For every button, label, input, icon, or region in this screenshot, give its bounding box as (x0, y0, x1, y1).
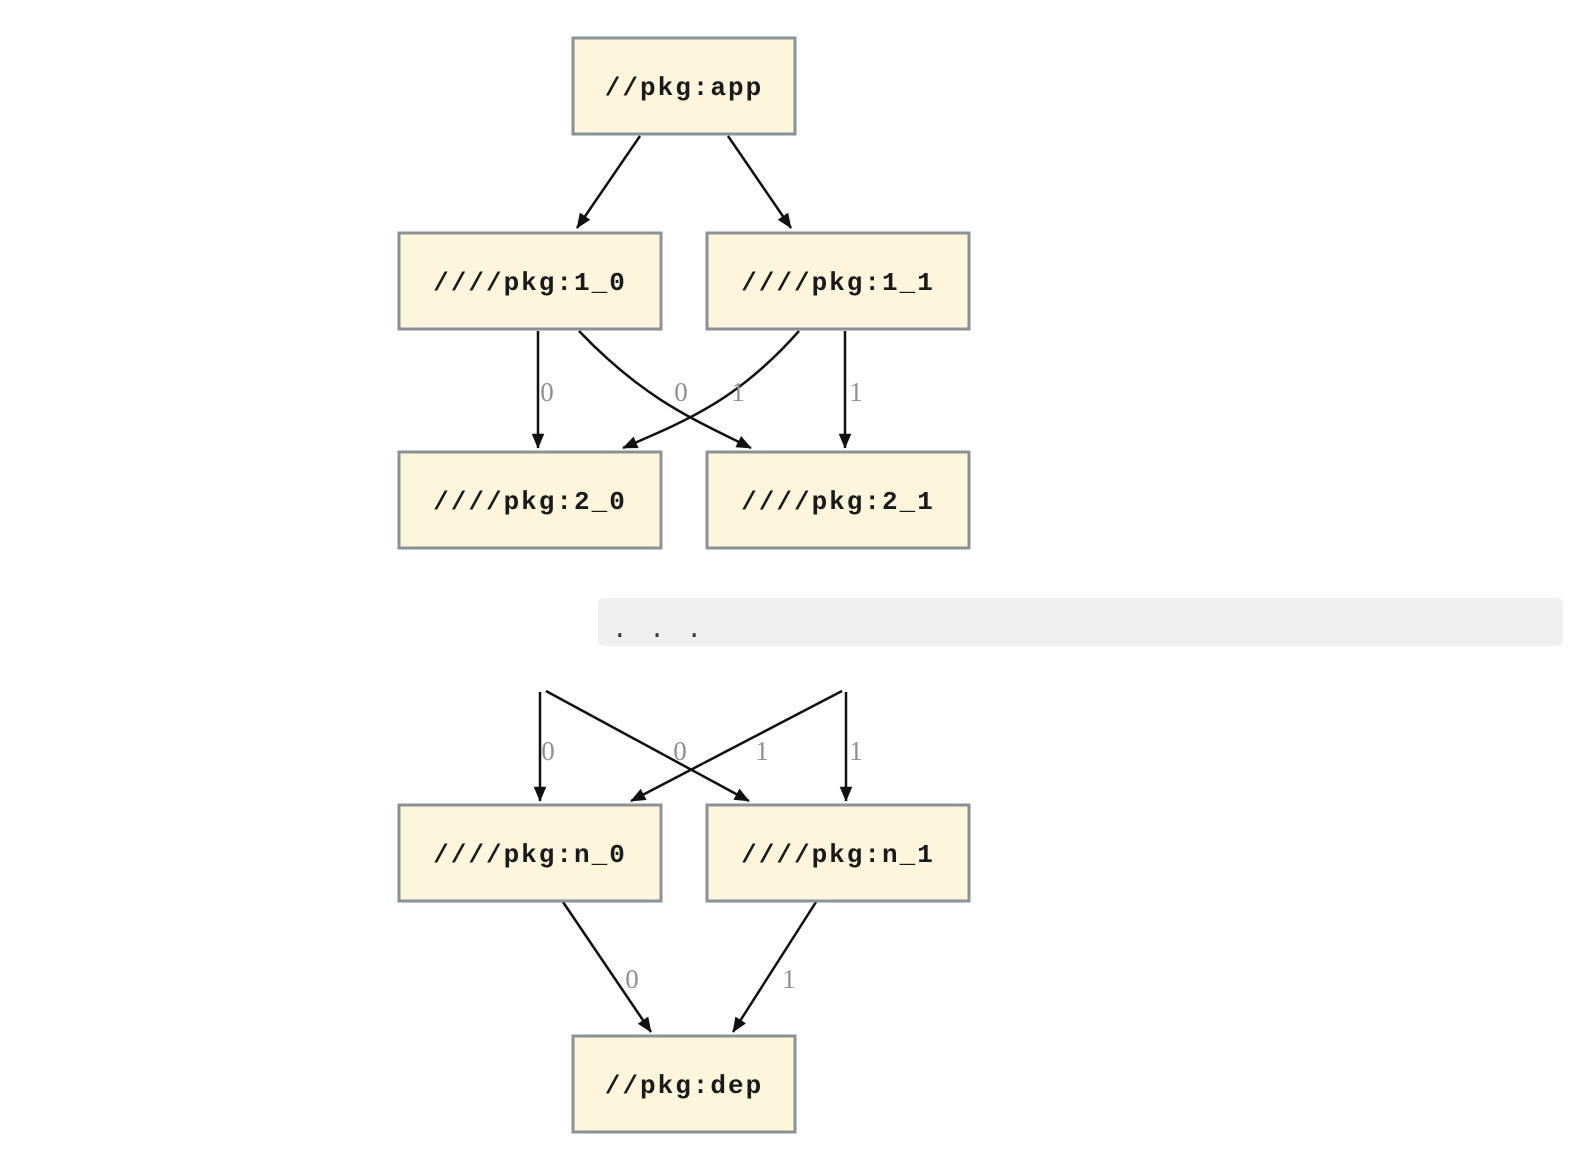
edge-prev-to-pkg-n-0-cross (630, 689, 843, 803)
edge-label: 0 (541, 736, 555, 766)
edge-pkg-1-1-to-pkg-2-0 (622, 330, 800, 450)
node-pkg-dep-label: //pkg:dep (605, 1071, 763, 1101)
edge-label: 0 (540, 377, 554, 407)
node-pkg-2-0-box (397, 450, 663, 550)
edge-label: 1 (849, 377, 863, 407)
ellipsis-label: . . . (612, 615, 702, 645)
node-pkg-2-1-box (705, 450, 971, 550)
edge-label: 0 (673, 736, 687, 766)
node-pkg-app: //pkg:app (571, 36, 797, 136)
edge-prev-to-pkg-n-1-cross (545, 689, 750, 803)
node-pkg-2-0: ////pkg:2_0 (397, 450, 663, 550)
edge-app-to-pkg-1-1 (726, 135, 793, 229)
node-pkg-n-0-label: ////pkg:n_0 (433, 840, 627, 870)
node-pkg-n-1-box (705, 803, 971, 903)
edge-label: 0 (625, 964, 639, 994)
node-pkg-dep: //pkg:dep (571, 1034, 797, 1134)
edge-label: 1 (849, 736, 863, 766)
edge-app-to-pkg-1-0 (575, 135, 642, 229)
node-pkg-n-1-label: ////pkg:n_1 (741, 840, 935, 870)
edge-pkg-n-0-to-dep (561, 901, 653, 1033)
edge-label: 0 (674, 377, 688, 407)
edge-label: 1 (755, 736, 769, 766)
node-pkg-1-0: ////pkg:1_0 (397, 231, 663, 331)
node-pkg-1-1-label: ////pkg:1_1 (741, 268, 935, 298)
ellipsis-band (598, 598, 1563, 646)
node-pkg-2-1-label: ////pkg:2_1 (741, 487, 935, 517)
node-pkg-1-0-label: ////pkg:1_0 (433, 268, 627, 298)
edge-label: 1 (731, 377, 745, 407)
node-pkg-2-1: ////pkg:2_1 (705, 450, 971, 550)
node-pkg-1-1: ////pkg:1_1 (705, 231, 971, 331)
node-pkg-n-0: ////pkg:n_0 (397, 803, 663, 903)
node-pkg-2-0-label: ////pkg:2_0 (433, 487, 627, 517)
node-pkg-app-box (571, 36, 797, 136)
node-pkg-n-1: ////pkg:n_1 (705, 803, 971, 903)
node-pkg-app-label: //pkg:app (605, 73, 763, 103)
edge-pkg-1-0-to-pkg-2-1 (578, 330, 752, 450)
node-pkg-n-0-box (397, 803, 663, 903)
edge-pkg-n-1-to-dep (731, 901, 818, 1033)
edge-label: 1 (782, 964, 796, 994)
node-pkg-dep-box (571, 1034, 797, 1134)
node-pkg-1-0-box (397, 231, 663, 331)
node-pkg-1-1-box (705, 231, 971, 331)
